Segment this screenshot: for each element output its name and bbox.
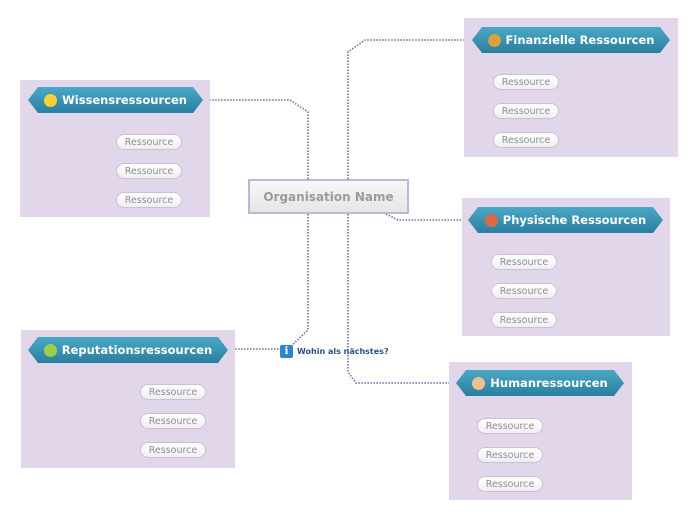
topic-label: Reputationsressourcen <box>61 343 213 357</box>
resource-node[interactable]: Ressource <box>477 476 543 492</box>
connector-physisch <box>385 213 468 221</box>
connector-human <box>347 214 456 384</box>
money-bag-icon <box>488 34 501 47</box>
resource-node[interactable]: Ressource <box>491 254 557 270</box>
resource-node[interactable]: Ressource <box>477 418 543 434</box>
topic-humanressourcen[interactable]: Humanressourcen <box>456 370 624 396</box>
resource-node[interactable]: Ressource <box>116 134 182 150</box>
resource-node[interactable]: Ressource <box>493 74 559 90</box>
lightbulb-icon <box>44 94 57 107</box>
resource-node[interactable]: Ressource <box>140 442 206 458</box>
resource-node[interactable]: Ressource <box>116 192 182 208</box>
topic-wissensressourcen[interactable]: Wissensressourcen <box>28 87 203 113</box>
resource-node[interactable]: Ressource <box>491 283 557 299</box>
next-step-hint-label: Wohin als nächstes? <box>297 347 389 356</box>
central-topic[interactable]: Organisation Name <box>248 179 409 214</box>
connector-finanz <box>347 39 472 179</box>
rocket-icon <box>44 344 57 357</box>
resource-node[interactable]: Ressource <box>116 163 182 179</box>
resource-node[interactable]: Ressource <box>491 312 557 328</box>
topic-label: Humanressourcen <box>490 376 608 390</box>
person-icon <box>472 377 485 390</box>
topic-finanzielle-ressourcen[interactable]: Finanzielle Ressourcen <box>472 27 670 53</box>
info-icon: i <box>280 345 293 358</box>
resource-node[interactable]: Ressource <box>140 384 206 400</box>
house-icon <box>485 214 498 227</box>
resource-node[interactable]: Ressource <box>493 103 559 119</box>
central-topic-label: Organisation Name <box>263 189 394 204</box>
resource-node[interactable]: Ressource <box>477 447 543 463</box>
connector-reputation <box>228 214 309 350</box>
topic-label: Physische Ressourcen <box>502 213 647 227</box>
topic-physische-ressourcen[interactable]: Physische Ressourcen <box>468 207 663 233</box>
resource-node[interactable]: Ressource <box>140 413 206 429</box>
next-step-hint[interactable]: i Wohin als nächstes? <box>280 345 389 358</box>
topic-reputationsressourcen[interactable]: Reputationsressourcen <box>28 337 228 363</box>
resource-node[interactable]: Ressource <box>493 132 559 148</box>
topic-label: Finanzielle Ressourcen <box>505 33 655 47</box>
topic-label: Wissensressourcen <box>62 93 187 107</box>
connector-wissens <box>202 99 309 179</box>
